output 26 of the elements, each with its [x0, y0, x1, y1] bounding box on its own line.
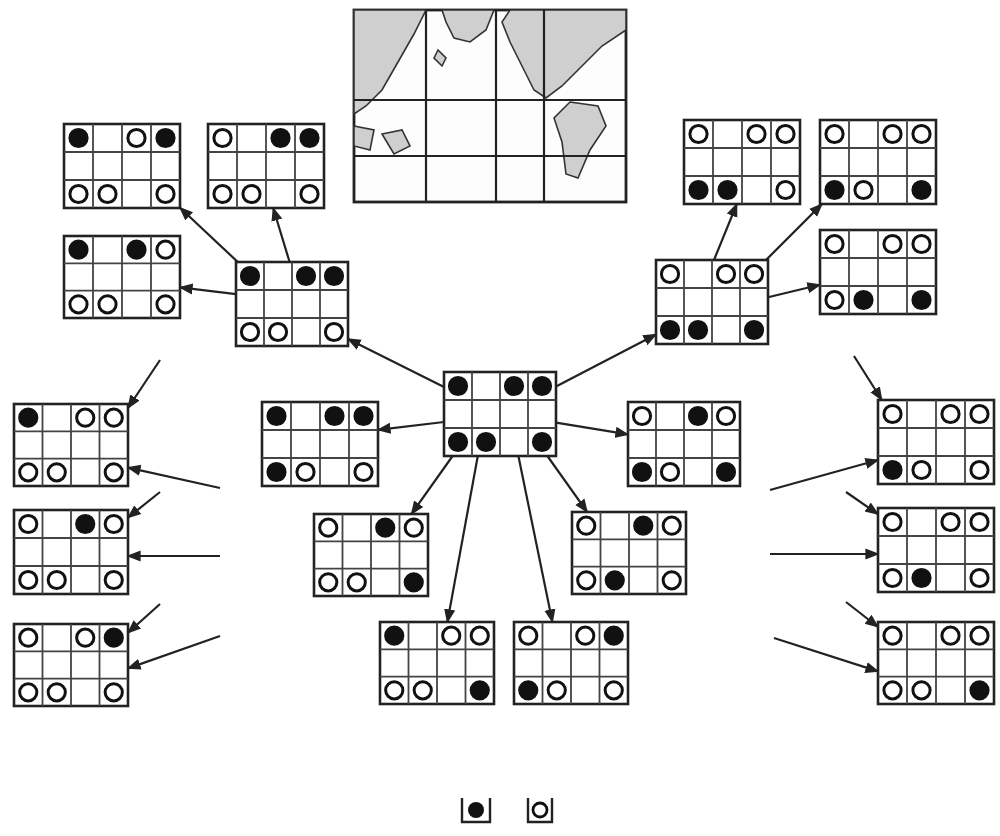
- arrow: [853, 355, 883, 402]
- arrow: [517, 455, 556, 624]
- arrow: [555, 421, 630, 438]
- arrow: [127, 359, 161, 410]
- arrow: [126, 491, 161, 519]
- arrow: [555, 333, 658, 388]
- arrow: [845, 601, 880, 628]
- arrow: [126, 464, 221, 490]
- arrow: [845, 491, 880, 516]
- arrow: [178, 283, 237, 296]
- arrow: [126, 634, 221, 670]
- arrow: [713, 202, 738, 261]
- arrow: [444, 455, 479, 624]
- arrow: [179, 206, 239, 263]
- arrow: [546, 455, 589, 514]
- arrow: [271, 206, 291, 263]
- arrow: [346, 338, 445, 388]
- arrow: [126, 550, 220, 562]
- arrow: [410, 455, 454, 516]
- arrow: [773, 636, 880, 673]
- arrow: [765, 203, 823, 261]
- arrow: [769, 458, 880, 492]
- arrow: [126, 603, 161, 634]
- arrow: [767, 282, 822, 299]
- arrow: [770, 548, 880, 560]
- arrow: [376, 420, 445, 434]
